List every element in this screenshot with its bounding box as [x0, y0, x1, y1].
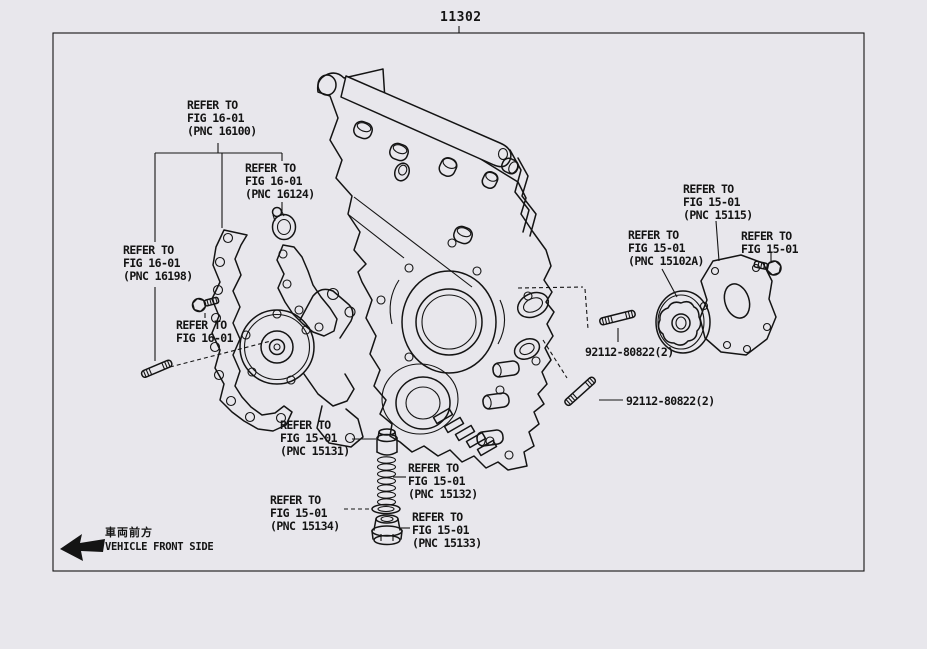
ref-line: (PNC 15102A) [628, 253, 704, 268]
ring-gasket-drawing [271, 206, 297, 241]
ref-line: REFER TO [270, 493, 321, 507]
stud-bolt-upper-drawing [599, 309, 636, 326]
ref-label-pnc-15133: REFER TO FIG 15-01 (PNC 15133) [412, 511, 482, 549]
ref-line: REFER TO [280, 418, 331, 432]
dashed-leader-lines [169, 286, 589, 510]
oil-pump-cover-drawing [699, 254, 777, 356]
stud-bolt-lower-drawing [564, 376, 597, 407]
ref-line: REFER TO [123, 243, 174, 257]
ref-line: REFER TO [187, 98, 238, 112]
ref-label-pnc-16100: REFER TO FIG 16-01 (PNC 16100) [187, 99, 257, 137]
relief-valve-spring-drawing [376, 456, 397, 506]
mount-bolt-right-drawing [753, 260, 782, 276]
water-pump-drawing [239, 287, 364, 448]
ref-line: FIG 15-01 [683, 194, 741, 209]
front-direction-arrow [60, 534, 105, 561]
ref-label-pnc-15102a: REFER TO FIG 15-01 (PNC 15102A) [628, 229, 704, 267]
ref-line: REFER TO [408, 461, 459, 475]
timing-cover-gasket-drawing [209, 229, 293, 432]
ref-line: (PNC 16100) [187, 123, 257, 138]
part-number-label-lower-stud: 92112-80822(2) [626, 394, 715, 408]
ref-line: REFER TO [176, 318, 227, 332]
ref-line: REFER TO [683, 182, 734, 196]
ref-label-pnc-15115: REFER TO FIG 15-01 (PNC 15115) [683, 183, 753, 221]
ref-line: FIG 15-01 [280, 430, 338, 445]
ref-line: (PNC 15134) [270, 518, 340, 533]
figure-number: 11302 [440, 10, 482, 25]
ref-line: (PNC 16198) [123, 268, 193, 283]
ref-line: (PNC 15115) [683, 207, 753, 222]
ref-line: (PNC 16124) [245, 186, 315, 201]
ref-label-pnc-16124: REFER TO FIG 16-01 (PNC 16124) [245, 162, 315, 200]
ref-line: REFER TO [628, 228, 679, 242]
ref-line: (PNC 15131) [280, 443, 350, 458]
bypass-gasket-drawing [276, 244, 338, 337]
ref-line: FIG 16-01 [245, 173, 303, 188]
ref-label-fig-15-01: REFER TO FIG 15-01 [741, 229, 799, 256]
relief-valve-plunger-drawing [376, 428, 398, 456]
ref-label-pnc-15131: REFER TO FIG 15-01 (PNC 15131) [280, 419, 350, 457]
ref-line: FIG 15-01 [412, 522, 470, 537]
ref-line: REFER TO [245, 161, 296, 175]
ref-line: FIG 16-01 [187, 110, 245, 125]
ref-line: (PNC 15133) [412, 535, 482, 550]
front-side-label-jp: 車両前方 [105, 526, 153, 539]
timing-chain-cover-drawing [316, 68, 555, 471]
leader-lines [154, 143, 772, 529]
ref-line: FIG 16-01 [176, 330, 234, 345]
ref-label-pnc-15134: REFER TO FIG 15-01 (PNC 15134) [270, 494, 340, 532]
ref-line: FIG 16-01 [123, 255, 181, 270]
ref-label-pnc-15132: REFER TO FIG 15-01 (PNC 15132) [408, 462, 478, 500]
part-number-label-upper-stud: 92112-80822(2) [585, 345, 674, 359]
relief-valve-plug-drawing [371, 514, 403, 546]
ref-label-fig-16-01: REFER TO FIG 16-01 [176, 318, 234, 345]
oil-pump-rotor-set-drawing [655, 290, 711, 354]
ref-line: REFER TO [412, 510, 463, 524]
relief-valve-washer-drawing [371, 503, 401, 515]
ref-line: FIG 15-01 [741, 241, 799, 256]
stud-bolt-left-drawing [140, 359, 173, 379]
ref-line: FIG 15-01 [270, 505, 328, 520]
mount-bolt-left-drawing [191, 296, 220, 313]
ref-line: FIG 15-01 [628, 240, 686, 255]
ref-line: FIG 15-01 [408, 473, 466, 488]
ref-line: REFER TO [741, 229, 792, 243]
ref-label-pnc-16198: REFER TO FIG 16-01 (PNC 16198) [123, 244, 193, 282]
ref-line: (PNC 15132) [408, 486, 478, 501]
front-side-label-en: VEHICLE FRONT SIDE [105, 541, 214, 553]
